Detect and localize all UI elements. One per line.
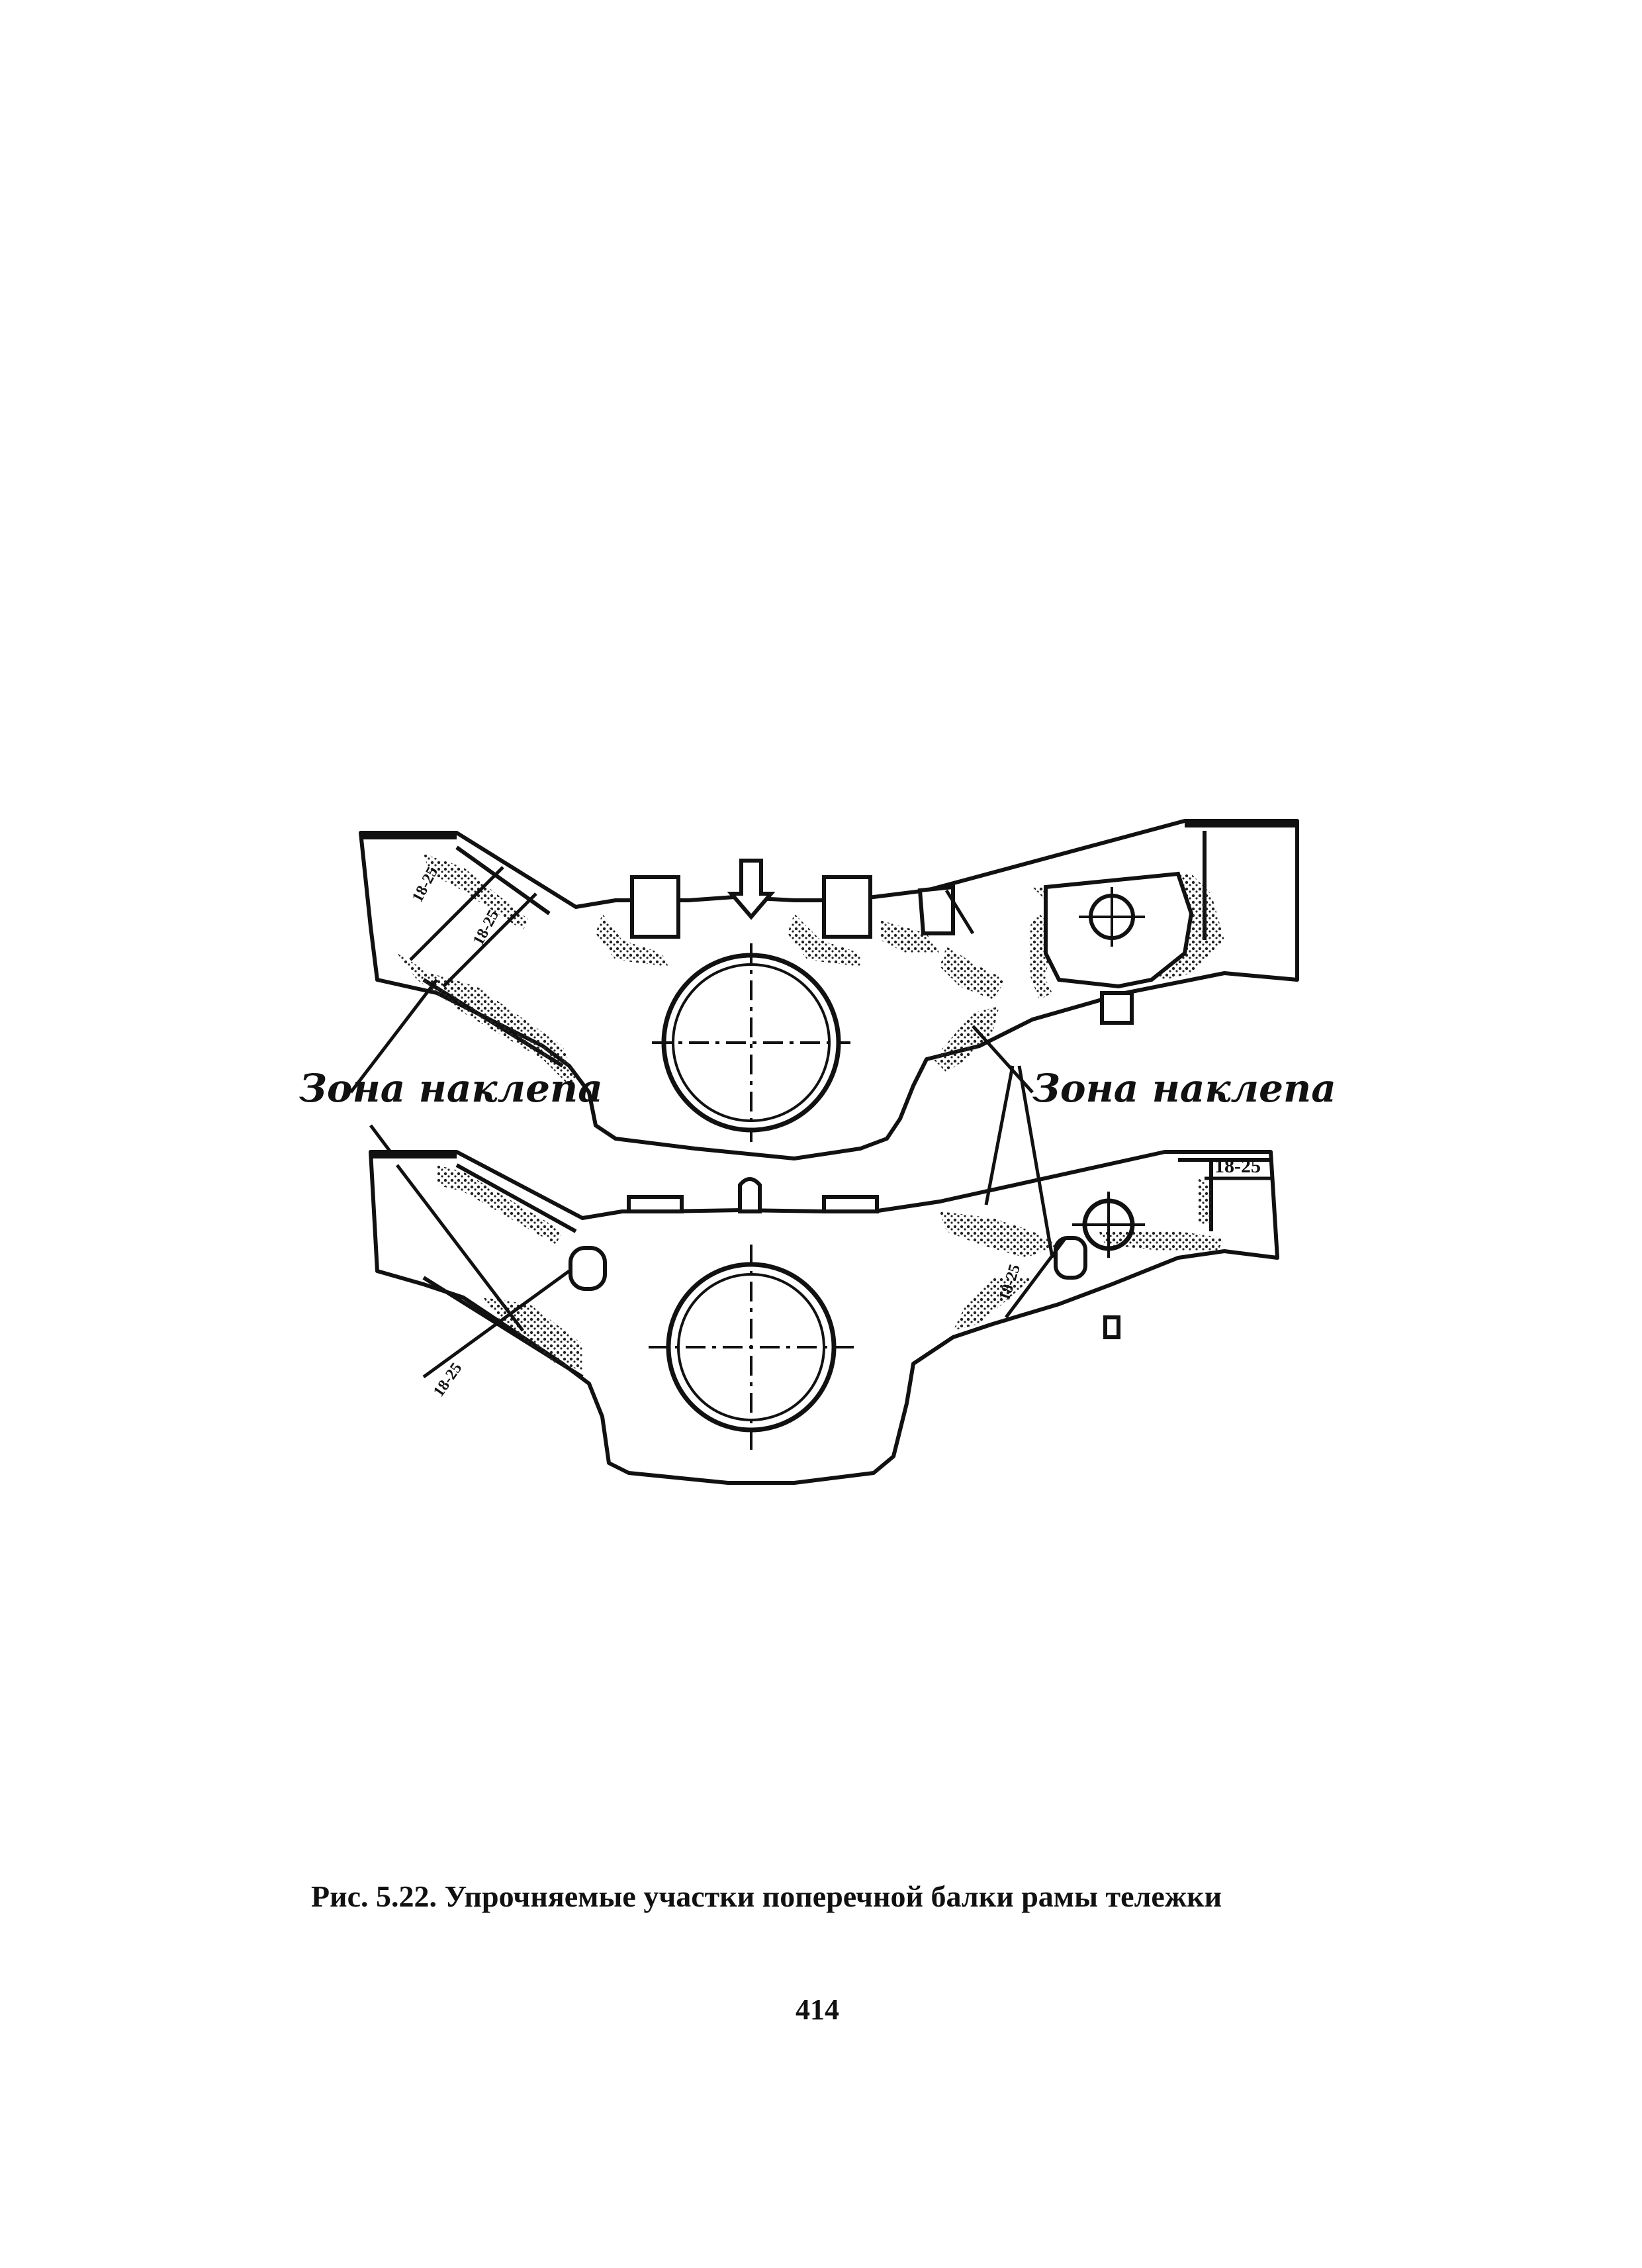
page-number: 414	[796, 1993, 839, 2026]
lower-dimension-lines	[396, 1164, 1271, 1379]
upper-beam-details	[630, 859, 1194, 1025]
lower-beam-details	[569, 1177, 1120, 1339]
upper-pin-hole	[1079, 887, 1145, 947]
zone-label-left: Зона наклепа	[299, 1066, 603, 1111]
lower-pin-hole	[1072, 1192, 1145, 1258]
lower-bore	[649, 1245, 854, 1450]
upper-bore	[652, 943, 850, 1142]
zone-label-right: Зона наклепа	[1032, 1066, 1336, 1111]
dimension-label-bottom-right-top: 18-25	[1214, 1155, 1261, 1177]
zone-leader-lines	[349, 866, 1054, 1258]
figure-caption: Рис. 5.22. Упрочняемые участки поперечно…	[311, 1879, 1222, 1913]
